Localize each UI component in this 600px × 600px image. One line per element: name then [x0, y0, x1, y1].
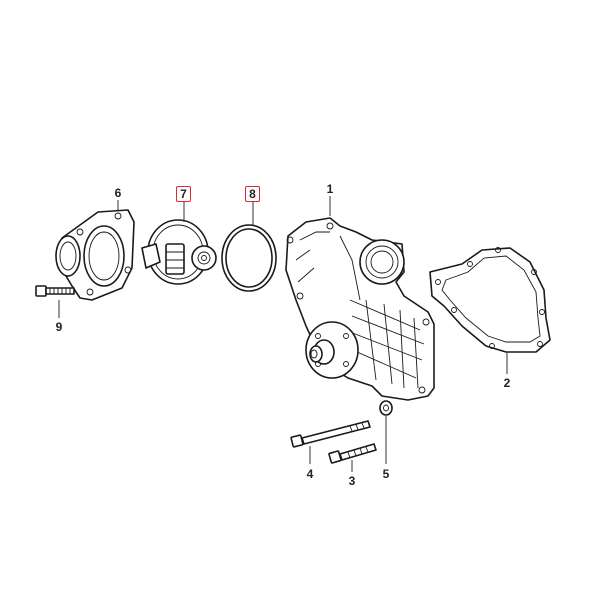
bolt-9 — [35, 285, 75, 297]
callout-3: 3 — [348, 474, 356, 488]
callout-5: 5 — [382, 467, 390, 481]
bolt-3 — [328, 443, 377, 464]
thermostat-housing-cover — [55, 209, 135, 301]
callout-1: 1 — [326, 182, 334, 196]
callout-8: 8 — [245, 186, 260, 202]
callout-7: 7 — [176, 186, 191, 202]
thermostat — [141, 219, 217, 285]
callout-9: 9 — [55, 320, 63, 334]
callout-4: 4 — [306, 467, 314, 481]
callout-2: 2 — [503, 376, 511, 390]
washer — [379, 400, 393, 416]
callout-6: 6 — [114, 186, 122, 200]
water-pump — [285, 217, 435, 401]
leader-lines — [58, 196, 508, 472]
gasket — [429, 247, 551, 353]
o-ring — [221, 224, 277, 292]
bolt-4 — [290, 420, 371, 448]
